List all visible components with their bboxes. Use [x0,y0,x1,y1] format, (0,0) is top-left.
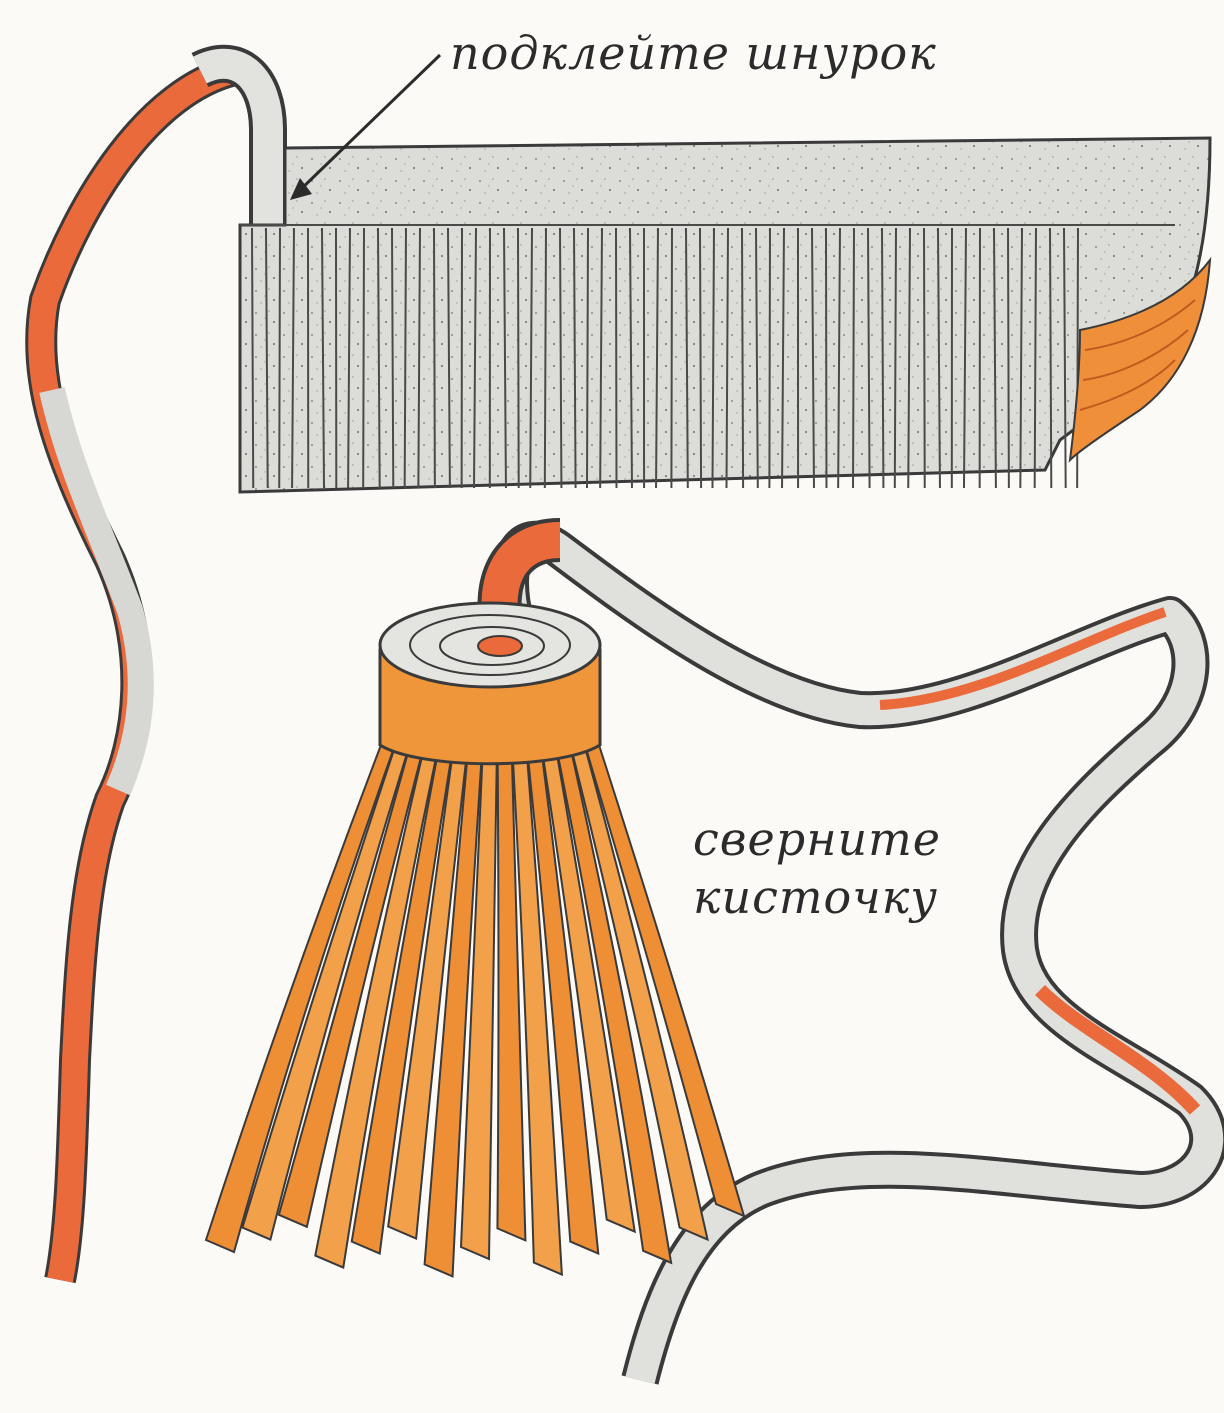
fringe-cut-line [1008,228,1009,488]
fringe-cut-line [853,228,854,488]
caption-roll-line-2: кисточку [693,868,941,926]
tassel-strands [206,745,744,1276]
fringe-cut-line [769,228,770,488]
fringe-cut-line [518,228,519,488]
fringe-cut-line [279,228,280,488]
fringe-cut-line [882,228,883,488]
fringed-strip [240,138,1210,492]
fringe-cut-line [545,228,546,488]
fringe-cut-line [405,228,406,488]
fringe-cut-line [252,228,253,488]
fringe-cut-line [1050,228,1051,488]
fringe-cut-line [700,228,701,488]
caption-glue-cord: подклейте шнурок [450,26,937,80]
caption-roll-line-1: сверните [693,810,941,868]
fringe-cut-line [587,228,588,488]
fringe-cut-line [895,228,896,488]
fringe-cut-line [363,228,364,488]
fringe-cut-line [434,228,435,488]
fringe-cut-line [671,228,672,488]
caption-roll-tassel: сверните кисточку [693,810,941,926]
fringe-cut-line [924,228,925,488]
fringe-cut-line [742,228,743,488]
fringe-cut-line [1035,228,1036,488]
tassel [206,603,744,1276]
left-cord [41,64,268,1280]
fringe-cut-line [392,228,393,488]
